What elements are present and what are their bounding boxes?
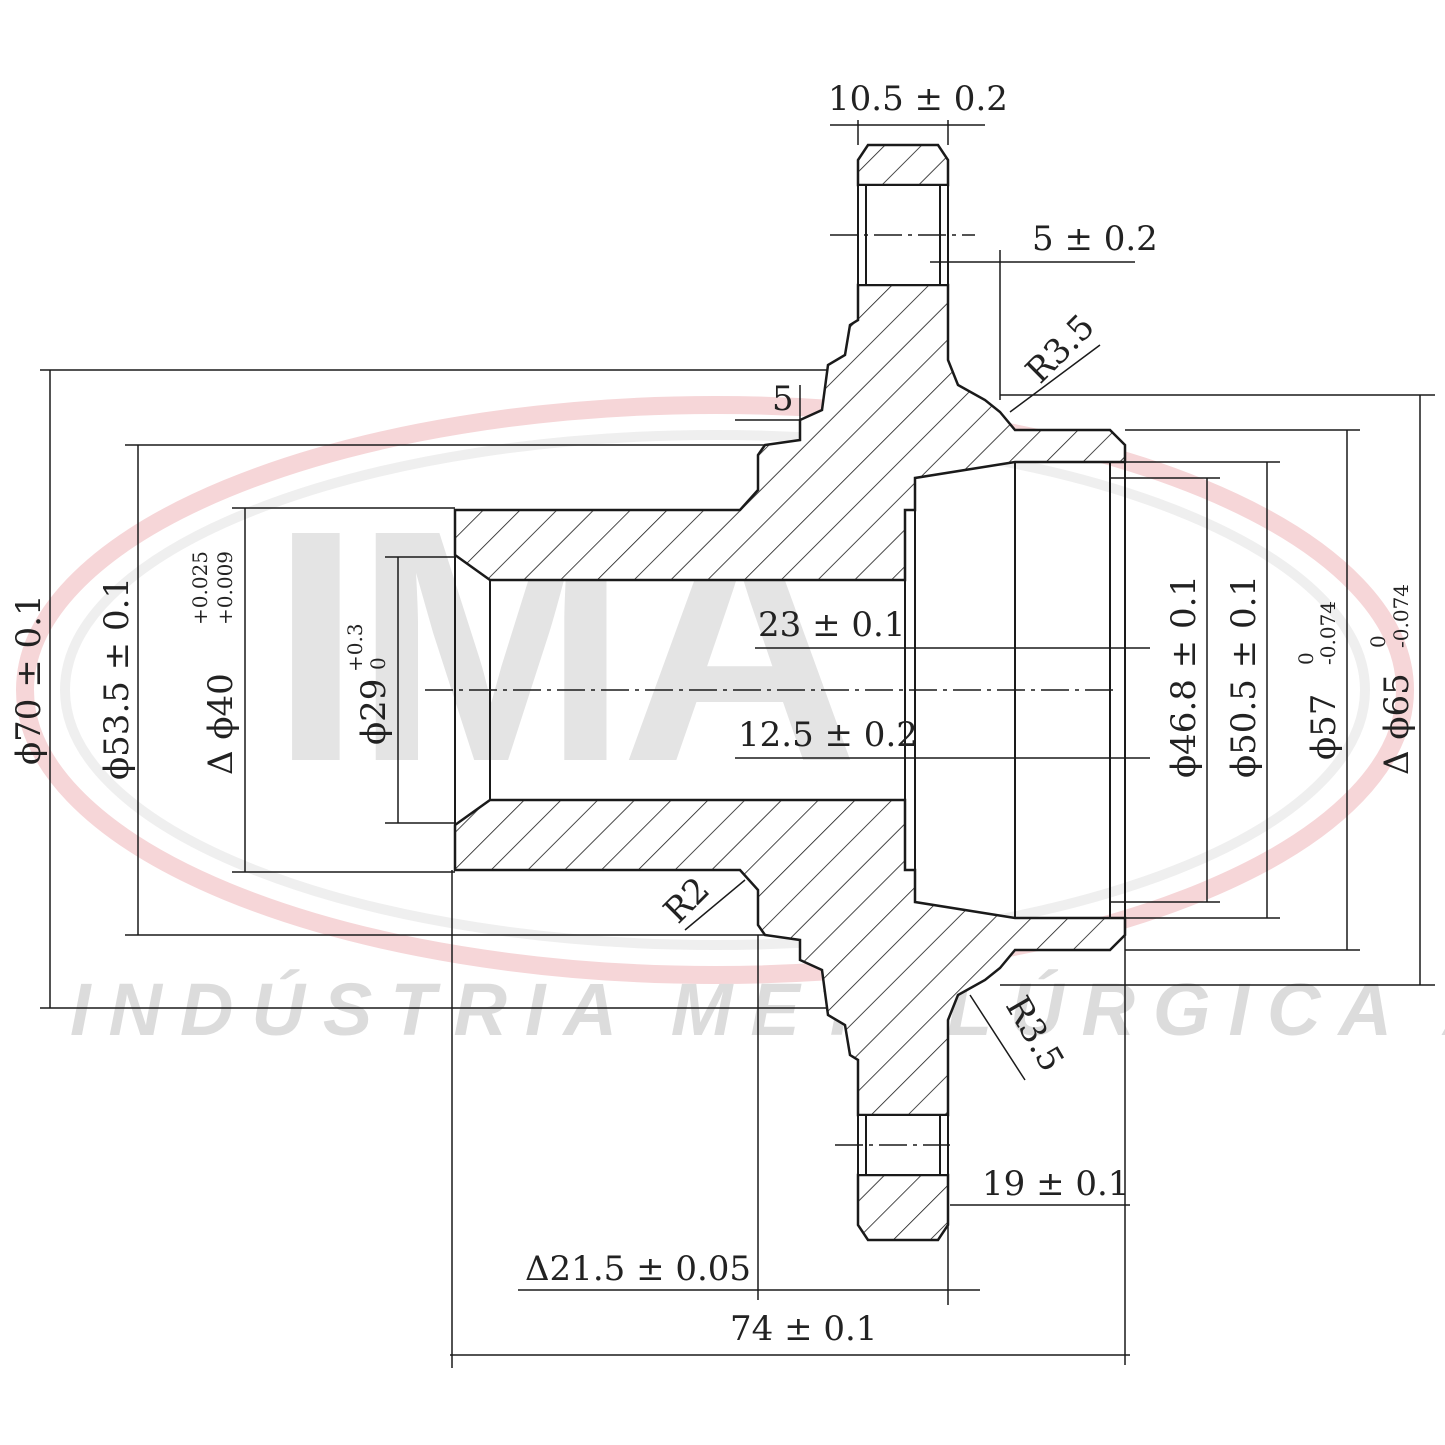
dim-dia-57: ϕ57 (1304, 694, 1344, 760)
dim-dia-65-tol-upper: 0 (1366, 635, 1390, 648)
dim-dia-29-tol-upper: +0.3 (343, 623, 367, 672)
dim-length-12-5: 12.5 ± 0.2 (738, 715, 918, 755)
dim-dia-40-tol-upper: +0.025 (188, 551, 212, 625)
dim-length-19: 19 ± 0.1 (982, 1164, 1129, 1204)
flange-bottom-cap (856, 1173, 950, 1242)
dim-dia-40-tol-lower: +0.009 (213, 551, 237, 625)
dim-length-21-5: Δ21.5 ± 0.05 (525, 1249, 751, 1289)
watermark-ring-inner (60, 430, 1370, 950)
dim-dia-50-5: ϕ50.5 ± 0.1 (1224, 575, 1264, 778)
dim-radius-top: R3.5 (1018, 307, 1103, 392)
dim-dia-46-8: ϕ46.8 ± 0.1 (1164, 575, 1204, 778)
flange-top-cap (856, 143, 950, 187)
dimension-lines (40, 120, 1435, 1368)
dim-radius-r2: R2 (656, 870, 718, 932)
dim-dia-70: ϕ70 ± 0.1 (9, 594, 49, 765)
dim-dia-65-tol-lower: -0.074 (1389, 584, 1413, 648)
dim-dia-53-5: ϕ53.5 ± 0.1 (97, 577, 137, 780)
hub-section-upper (453, 283, 1127, 582)
dim-dia-29: ϕ29 (354, 679, 394, 745)
watermark-ring (16, 396, 1414, 984)
dim-dia-57-tol-lower: -0.074 (1316, 601, 1340, 665)
dim-dia-40: Δ ϕ40 (201, 673, 241, 775)
hub-section-lower (453, 798, 1127, 1117)
dim-flange-offset: 5 ± 0.2 (1032, 219, 1158, 259)
dim-step: 5 (772, 379, 794, 419)
dim-length-23: 23 ± 0.1 (758, 605, 905, 645)
dim-dia-65: Δ ϕ65 (1377, 673, 1417, 775)
dim-dia-57-tol-upper: 0 (1294, 652, 1318, 665)
dim-dia-29-tol-lower: 0 (366, 657, 390, 670)
dim-flange-width: 10.5 ± 0.2 (828, 79, 1008, 119)
dim-length-74: 74 ± 0.1 (730, 1309, 877, 1349)
